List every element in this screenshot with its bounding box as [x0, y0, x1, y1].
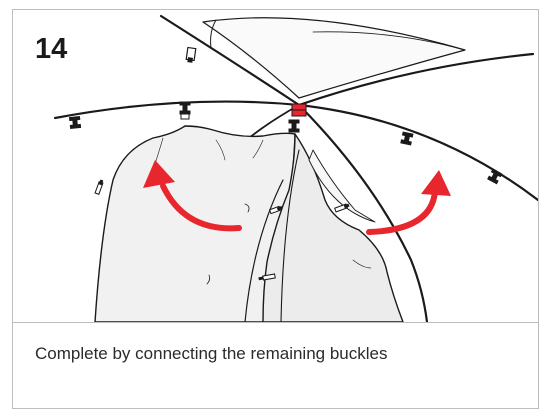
- buckle-icon: [68, 115, 82, 130]
- divider: [13, 322, 538, 323]
- tent-pole-upper-left: [159, 14, 301, 107]
- instruction-card: 14 Complete by connecting the remaining …: [12, 9, 539, 409]
- buckle-icon: [400, 131, 414, 146]
- buckle-icon: [288, 119, 300, 133]
- tent-pole-upper-right: [297, 52, 535, 107]
- curved-arrow-icon: [366, 170, 451, 235]
- clip-icon: [268, 205, 283, 215]
- step-number: 14: [35, 33, 68, 65]
- buckle-icon: [185, 46, 197, 63]
- clip-icon: [334, 203, 350, 213]
- clip-icon: [258, 273, 276, 281]
- curved-arrow-icon: [143, 160, 242, 232]
- tent-pole-lower-right: [297, 103, 429, 322]
- illustration-panel: [13, 10, 538, 322]
- inner-tent-fabric-right: [262, 133, 404, 322]
- step-caption: Complete by connecting the remaining buc…: [35, 344, 388, 363]
- buckle-icon: [487, 168, 503, 185]
- clip-icon: [94, 179, 104, 195]
- tent-illustration: [53, 14, 538, 322]
- buckle-icon: [179, 101, 191, 120]
- upper-flysheet-panel: [202, 17, 466, 99]
- pole-hub-connector: [291, 103, 307, 117]
